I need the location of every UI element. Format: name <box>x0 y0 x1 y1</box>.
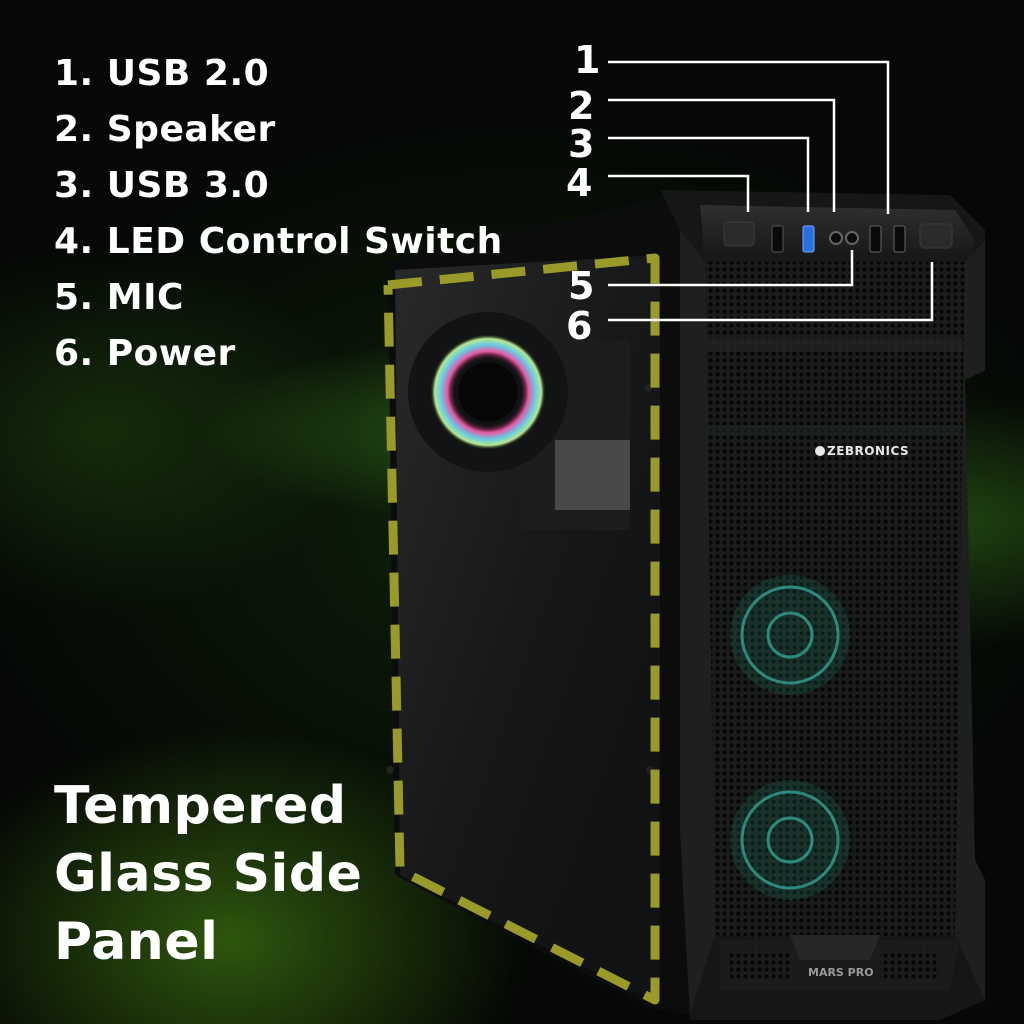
feature-power: 6. Power <box>54 333 236 374</box>
brand-mark-icon <box>815 446 825 456</box>
usb3-port <box>802 225 815 253</box>
glass-panel-outline <box>383 253 660 1005</box>
case-front <box>660 190 985 1020</box>
feature-usb3: 3. USB 3.0 <box>54 165 270 206</box>
speaker-jack <box>829 231 843 245</box>
front-fan-top <box>740 585 840 685</box>
power-button <box>919 223 953 249</box>
mic-jack <box>845 231 859 245</box>
usb2-port-left <box>771 225 784 253</box>
callout-number-5: 5 <box>568 264 595 308</box>
feature-mic: 5. MIC <box>54 277 184 318</box>
callout-number-4: 4 <box>566 161 593 205</box>
callout-number-1: 1 <box>574 38 601 82</box>
callout-number-6: 6 <box>566 304 593 348</box>
feature-led-switch: 4. LED Control Switch <box>54 221 503 262</box>
io-ports <box>723 221 953 253</box>
feature-usb2: 1. USB 2.0 <box>54 53 270 94</box>
headline-line-1: Tempered <box>54 776 347 836</box>
led-switch-port <box>723 221 755 247</box>
headline-line-3: Panel <box>54 912 219 972</box>
callout-number-2: 2 <box>568 84 595 128</box>
brand-name: ZEBRONICS <box>827 444 910 458</box>
headline: Tempered Glass Side Panel <box>54 772 394 976</box>
headline-line-2: Glass Side <box>54 844 363 904</box>
brand-logo: ZEBRONICS <box>815 444 909 458</box>
callout-number-3: 3 <box>568 122 595 166</box>
callout-lines <box>608 60 934 322</box>
feature-speaker: 2. Speaker <box>54 109 276 150</box>
front-fan-bottom <box>740 790 840 890</box>
usb2-port-1 <box>869 225 882 253</box>
model-name: MARS PRO <box>808 966 874 979</box>
glass-side-panel <box>384 190 690 1015</box>
feature-list: 1. USB 2.0 2. Speaker 3. USB 3.0 4. LED … <box>54 46 503 382</box>
usb2-port-2 <box>893 225 906 253</box>
